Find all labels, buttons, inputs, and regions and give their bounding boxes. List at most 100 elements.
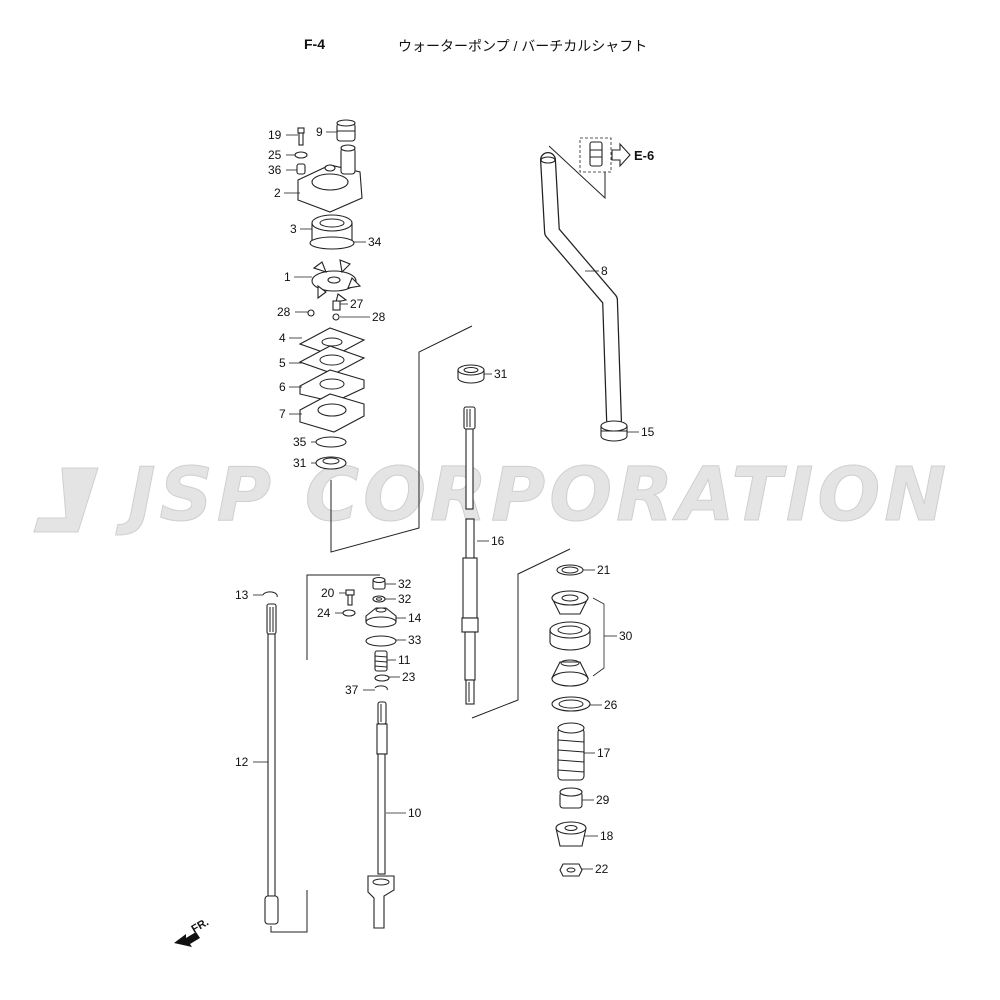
bearing-30-icon [549,621,591,651]
reverse-gear-icon [551,659,589,687]
part-label-p25: 25 [268,148,282,162]
part-label-p2: 2 [274,186,281,200]
bracket-line-right [471,548,571,719]
oil-seal-31b-icon [457,364,485,384]
bolt-20-icon [345,589,355,606]
water-tube-8-icon [540,152,622,428]
pinion-gear-18-icon [555,821,587,847]
nut-22-icon [559,863,583,877]
diagram-code: F-4 [304,36,325,52]
bracket-shift [306,574,380,660]
shift-rod-assembly [262,574,380,933]
drive-shaft-16-icon [461,406,479,705]
bolt-19-icon [297,127,305,146]
pump-housing-7-icon [299,393,365,433]
reference-e6: E-6 [548,137,654,200]
shift-guide-14-icon [365,607,397,628]
grommet-9-icon [336,119,356,142]
watermark-logo-icon [33,467,99,533]
forward-gear-icon [551,590,589,615]
washer-23-icon [374,674,390,682]
bracket-bottom [270,890,308,933]
pin-28b-icon [332,313,340,321]
clip-13-icon [262,591,278,598]
shift-shaft-assembly [342,576,397,929]
shim-21-icon [556,564,584,576]
shift-shaft-10-icon [367,701,395,929]
gear-assembly [549,564,605,877]
part-label-p20: 20 [321,586,335,600]
part-label-p27: 27 [350,297,364,311]
part-label-p29: 29 [596,793,610,807]
part-label-p9: 9 [316,125,323,139]
part-label-p31a: 31 [293,456,307,470]
o-ring-35-icon [315,436,347,448]
part-label-p13: 13 [235,588,249,602]
collar-36-icon [296,163,306,175]
part-label-p21: 21 [597,563,611,577]
reference-line [548,145,606,200]
front-direction-indicator: FR. [174,916,211,947]
part-label-p17: 17 [597,746,611,760]
washer-25-icon [294,151,308,159]
front-label: FR. [190,916,211,935]
part-label-p14: 14 [408,611,422,625]
impeller-1-icon [311,259,362,303]
grommet-15-icon [600,420,628,442]
key-27-icon [332,300,341,311]
watermark-text: JSP CORPORATION [115,452,950,538]
bracket-line [330,325,473,553]
bushing-32b-icon [372,595,386,603]
part-label-p8: 8 [601,264,608,278]
arrow-front-icon [174,932,200,947]
grommet-ref-icon [589,141,603,167]
diagram-title: ウォーターポンプ / バーチカルシャフト [398,38,648,54]
arrow-right-icon [611,142,631,168]
part-label-p32a: 32 [398,577,412,591]
part-label-p12: 12 [235,755,249,769]
part-label-p33: 33 [408,633,422,647]
part-label-p7: 7 [279,407,286,421]
part-label-p28a: 28 [277,305,291,319]
part-label-p18: 18 [600,829,614,843]
o-ring-33-icon [365,635,397,647]
clip-37-icon [374,685,388,691]
part-label-p26: 26 [604,698,618,712]
part-label-p3: 3 [290,222,297,236]
part-label-p23: 23 [402,670,416,684]
oil-seal-31-icon [315,456,347,470]
part-label-p37: 37 [345,683,359,697]
gasket-6-icon [299,369,365,403]
pump-case-2-icon [297,144,363,213]
part-label-p1: 1 [284,270,291,284]
bracket-30 [592,597,605,677]
part-label-p30: 30 [619,629,633,643]
water-pump-assembly [294,119,366,470]
plate-5-icon [298,345,366,375]
bushing-32-icon [372,576,386,590]
part-label-p35: 35 [293,435,307,449]
needle-bearing-29-icon [559,787,583,809]
part-label-p5: 5 [279,356,286,370]
shim-26-icon [551,696,591,712]
watermark: JSP CORPORATION [33,452,950,539]
part-label-p28b: 28 [372,310,386,324]
part-label-p11: 11 [398,653,411,667]
spring-11-icon [374,650,388,672]
part-label-p34: 34 [368,235,382,249]
part-label-p15: 15 [641,425,655,439]
part-label-p4: 4 [279,331,286,345]
reference-label: E-6 [634,148,654,163]
part-label-p31b: 31 [494,367,508,381]
washer-24-icon [342,609,356,617]
pin-28-icon [307,309,315,317]
part-label-p22: 22 [595,862,609,876]
part-label-p10: 10 [408,806,422,820]
part-label-p16: 16 [491,534,505,548]
part-label-p6: 6 [279,380,286,394]
part-label-p24: 24 [317,606,331,620]
shift-rod-12-icon [264,603,279,925]
part-label-p36: 36 [268,163,282,177]
